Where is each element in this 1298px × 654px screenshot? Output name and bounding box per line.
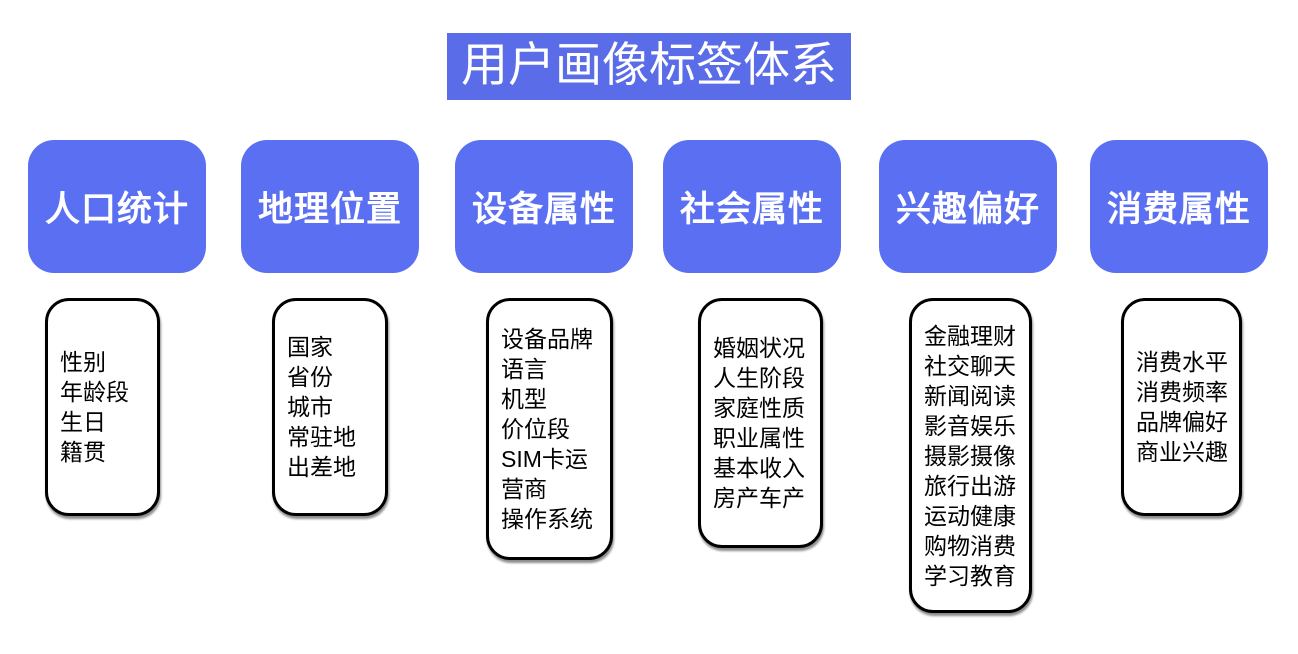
tag-item: 价位段 <box>501 416 570 442</box>
tag-item: 品牌偏好 <box>1136 409 1228 435</box>
tag-list-box: 金融理财社交聊天新闻阅读影音娱乐摄影摄像旅行出游运动健康购物消费学习教育 <box>909 298 1032 613</box>
tag-item: 人生阶段 <box>713 365 805 391</box>
tag-item: 年龄段 <box>60 379 129 405</box>
tag-item: 操作系统 <box>501 506 593 532</box>
category-header: 地理位置 <box>241 140 419 273</box>
tag-item: 设备品牌 <box>501 326 593 352</box>
tag-item: 学习教育 <box>924 562 1016 589</box>
tag-item: 常驻地 <box>287 424 356 450</box>
category-label: 社会属性 <box>679 190 824 229</box>
tag-item: 婚姻状况 <box>713 335 805 361</box>
category-label: 地理位置 <box>257 190 402 229</box>
tag-item: 城市 <box>287 394 333 420</box>
tag-item: 家庭性质 <box>713 395 805 421</box>
diagram-title: 用户画像标签体系 <box>447 33 851 100</box>
category-header: 设备属性 <box>455 140 633 273</box>
tag-list-box: 性别年龄段生日籍贯 <box>45 298 160 516</box>
tag-item: 房产车产 <box>713 485 805 511</box>
tag-item: 金融理财 <box>924 322 1016 349</box>
category-label: 兴趣偏好 <box>895 190 1040 229</box>
category-header: 消费属性 <box>1090 140 1268 273</box>
tag-item: 消费频率 <box>1136 379 1228 405</box>
tag-item: SIM卡运营商 <box>501 446 588 502</box>
tag-item: 运动健康 <box>924 502 1016 529</box>
tag-item: 新闻阅读 <box>924 382 1016 409</box>
category-header: 兴趣偏好 <box>879 140 1057 273</box>
tag-item: 影音娱乐 <box>924 412 1016 439</box>
tag-item: 商业兴趣 <box>1136 439 1228 465</box>
tag-item: 消费水平 <box>1136 349 1228 375</box>
tag-list-box: 设备品牌语言机型价位段 SIM卡运营商操作系统 <box>486 298 613 560</box>
category-label: 消费属性 <box>1106 190 1251 229</box>
tag-list-box: 婚姻状况人生阶段家庭性质职业属性基本收入房产车产 <box>698 298 823 548</box>
tag-item: 摄影摄像 <box>924 442 1016 469</box>
tag-list-box: 国家省份城市常驻地出差地 <box>272 298 388 516</box>
tag-list-box: 消费水平消费频率品牌偏好商业兴趣 <box>1121 298 1242 516</box>
category-label: 设备属性 <box>471 190 616 229</box>
tag-item: 职业属性 <box>713 425 805 451</box>
tag-item: 籍贯 <box>60 439 106 465</box>
tag-item: 语言 <box>501 356 547 382</box>
tag-item: 基本收入 <box>713 455 805 481</box>
tag-item: 社交聊天 <box>924 352 1016 379</box>
tag-item: 省份 <box>287 364 333 390</box>
category-header: 社会属性 <box>663 140 841 273</box>
tag-item: 购物消费 <box>924 532 1016 559</box>
category-label: 人口统计 <box>44 190 189 229</box>
category-header: 人口统计 <box>28 140 206 273</box>
tag-item: 旅行出游 <box>924 472 1016 499</box>
tag-item: 出差地 <box>287 454 356 480</box>
tag-item: 国家 <box>287 334 333 360</box>
tag-item: 性别 <box>60 349 106 375</box>
tag-item: 生日 <box>60 409 106 435</box>
tag-item: 机型 <box>501 386 547 412</box>
